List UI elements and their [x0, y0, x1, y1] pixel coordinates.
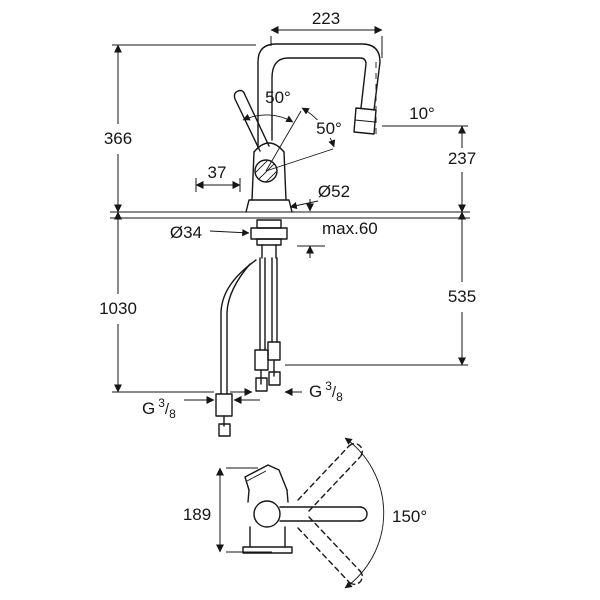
max-60-label: max.60 — [322, 219, 378, 238]
dim-dia52: Ø52 — [289, 182, 350, 210]
dim-37-label: 37 — [208, 163, 227, 182]
dim-max60: max.60 — [306, 199, 378, 258]
dim-223-label: 223 — [312, 9, 340, 28]
dia-34-label: Ø34 — [170, 223, 202, 242]
faucet-body — [245, 142, 293, 213]
dim-189: 189 — [183, 467, 272, 553]
dim-189-label: 189 — [183, 505, 211, 524]
dim-535-label: 535 — [448, 287, 476, 306]
angle-50-b-label: 50° — [316, 119, 342, 138]
dim-1030: 1030 — [99, 211, 214, 393]
base-spout-dashed-up — [297, 443, 363, 512]
faucet-side-view — [110, 43, 470, 437]
dim-535: 535 — [285, 211, 476, 366]
base-spout-dashed-down — [297, 516, 363, 585]
faucet-aerator — [353, 107, 377, 135]
angle-50-annotations: 50° 50° — [242, 88, 347, 148]
dim-366: 366 — [104, 44, 256, 213]
mounting-shank — [250, 219, 288, 259]
angle-150-label: 150° — [392, 507, 427, 526]
supply-hoses — [254, 257, 281, 392]
dim-223: 223 — [270, 9, 383, 58]
swivel-arc: 150° — [344, 437, 427, 589]
base-body — [242, 464, 293, 554]
dim-1030-label: 1030 — [99, 299, 137, 318]
dim-dia34: Ø34 — [170, 223, 250, 242]
lever-pivot — [254, 159, 278, 183]
dim-37: 37 — [195, 163, 241, 192]
angle-10-label: 10° — [409, 104, 435, 123]
dim-237: 237 — [382, 125, 476, 213]
dim-237-label: 237 — [448, 149, 476, 168]
dim-366-label: 366 — [104, 129, 132, 148]
angle-50-a-label: 50° — [265, 88, 291, 107]
dia-52-label: Ø52 — [318, 182, 350, 201]
faucet-base-view: 150° 189 — [183, 437, 427, 589]
faucet-spout — [257, 43, 381, 149]
countertop-lines — [110, 211, 470, 247]
flexible-hose — [215, 259, 257, 437]
base-spout-solid — [279, 506, 368, 522]
dimension-annotations: 223 366 1030 237 535 — [99, 9, 476, 421]
